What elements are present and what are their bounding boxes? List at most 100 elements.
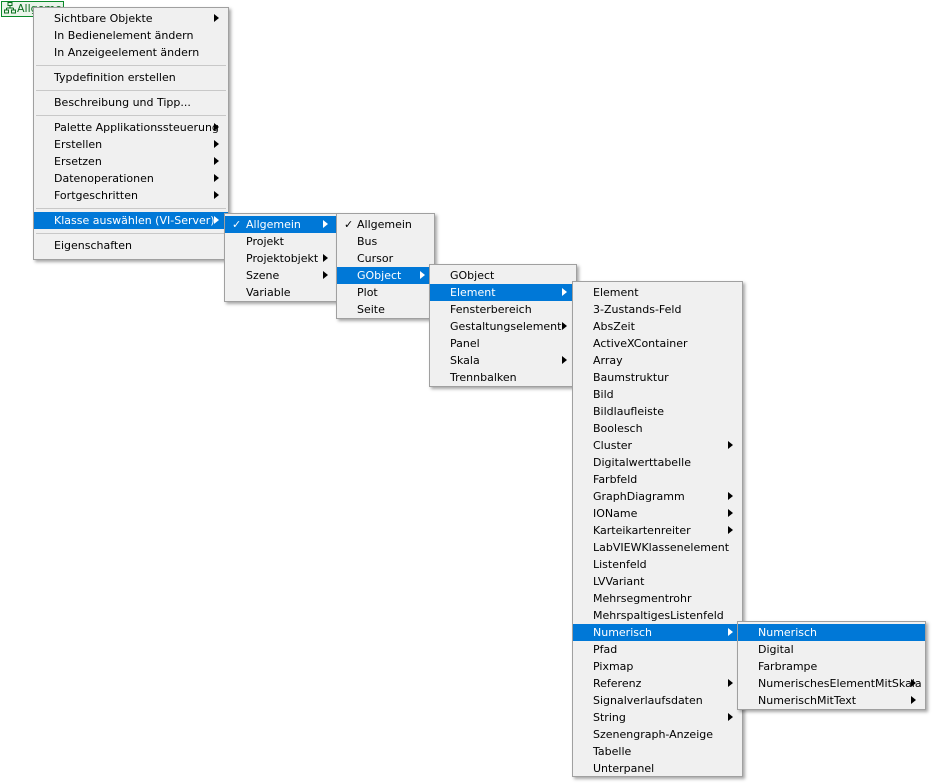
menu-item-bus[interactable]: Bus (337, 233, 434, 250)
menu-item-ioname[interactable]: IOName (573, 505, 742, 522)
submenu-arrow-icon (323, 271, 328, 279)
menu-item-numerischeselementmitskala[interactable]: NumerischesElementMitSkala (738, 675, 925, 692)
menu-item-trennbalken[interactable]: Trennbalken (430, 369, 576, 386)
menu-item-element[interactable]: Element (430, 284, 576, 301)
menu-item-digital[interactable]: Digital (738, 641, 925, 658)
menu-item-tabelle[interactable]: Tabelle (573, 743, 742, 760)
menu-item-label: Cluster (593, 439, 633, 452)
menu-item-palette-applikationssteuerung[interactable]: Palette Applikationssteuerung (34, 119, 228, 136)
menu-item-gobject[interactable]: GObject (337, 267, 434, 284)
menu-item-variable[interactable]: Variable (225, 284, 337, 301)
menu-item-labviewklassenelement[interactable]: LabVIEWKlassenelement (573, 539, 742, 556)
menu-item-label: Seite (357, 303, 385, 316)
menu-item-allgemein[interactable]: ✓Allgemein (337, 216, 434, 233)
menu-item-gobject[interactable]: GObject (430, 267, 576, 284)
checkmark-icon: ✓ (232, 218, 242, 231)
menu-item-erstellen[interactable]: Erstellen (34, 136, 228, 153)
menu-item-klasse-auswaehlen-vi-server[interactable]: Klasse auswählen (VI-Server) (34, 212, 228, 229)
menu-item-eigenschaften[interactable]: Eigenschaften (34, 237, 228, 254)
menu-item-mehrsegmentrohr[interactable]: Mehrsegmentrohr (573, 590, 742, 607)
menu-item-graphdiagramm[interactable]: GraphDiagramm (573, 488, 742, 505)
menu-item-label: NumerischMitText (758, 694, 857, 707)
menu-item-element[interactable]: Element (573, 284, 742, 301)
menu-item-referenz[interactable]: Referenz (573, 675, 742, 692)
menu-item-pfad[interactable]: Pfad (573, 641, 742, 658)
menu-item-label: Allgemein (246, 218, 301, 231)
submenu-arrow-icon (214, 216, 219, 224)
menu-item-szenengraph-anzeige[interactable]: Szenengraph-Anzeige (573, 726, 742, 743)
menu-item-string[interactable]: String (573, 709, 742, 726)
menu-item-numerischmittext[interactable]: NumerischMitText (738, 692, 925, 709)
menu-item-label: Szene (246, 269, 280, 282)
menu-item-farbfeld[interactable]: Farbfeld (573, 471, 742, 488)
submenu-arrow-icon (214, 191, 219, 199)
menu-item-datenoperationen[interactable]: Datenoperationen (34, 170, 228, 187)
menu-item-label: Pixmap (593, 660, 634, 673)
menu-item-label: LabVIEWKlassenelement (593, 541, 730, 554)
submenu-arrow-icon (323, 254, 328, 262)
menu-item-label: Digital (758, 643, 794, 656)
menu-item-fensterbereich[interactable]: Fensterbereich (430, 301, 576, 318)
menu-item-label: Signalverlaufsdaten (593, 694, 703, 707)
menu-item-numerisch[interactable]: Numerisch (573, 624, 742, 641)
menu-item-plot[interactable]: Plot (337, 284, 434, 301)
menu-item-abszeit[interactable]: AbsZeit (573, 318, 742, 335)
menu-item-signalverlaufsdaten[interactable]: Signalverlaufsdaten (573, 692, 742, 709)
menu-item-cursor[interactable]: Cursor (337, 250, 434, 267)
menu-item-lvvariant[interactable]: LVVariant (573, 573, 742, 590)
menu-item-seite[interactable]: Seite (337, 301, 434, 318)
menu-item-cluster[interactable]: Cluster (573, 437, 742, 454)
menu-item-gestaltungselement[interactable]: Gestaltungselement (430, 318, 576, 335)
menu-item-fortgeschritten[interactable]: Fortgeschritten (34, 187, 228, 204)
menu-item-label: Cursor (357, 252, 394, 265)
menu-item-unterpanel[interactable]: Unterpanel (573, 760, 742, 777)
submenu-arrow-icon (562, 322, 567, 330)
menu-separator (36, 90, 226, 91)
menu-item-numerisch[interactable]: Numerisch (738, 624, 925, 641)
checkmark-icon: ✓ (344, 218, 354, 231)
menu-item-in-anzeigeelement-aendern[interactable]: In Anzeigeelement ändern (34, 44, 228, 61)
menu-item-farbrampe[interactable]: Farbrampe (738, 658, 925, 675)
menu-item-3-zustands-feld[interactable]: 3-Zustands-Feld (573, 301, 742, 318)
submenu-arrow-icon (214, 174, 219, 182)
submenu-arrow-icon (562, 288, 567, 296)
menu-separator (36, 208, 226, 209)
menu-item-projekt[interactable]: Projekt (225, 233, 337, 250)
menu-item-karteikartenreiter[interactable]: Karteikartenreiter (573, 522, 742, 539)
menu-item-listenfeld[interactable]: Listenfeld (573, 556, 742, 573)
menu-item-label: String (593, 711, 626, 724)
submenu-arrow-icon (728, 441, 733, 449)
menu-item-label: Sichtbare Objekte (54, 12, 153, 25)
submenu-arrow-icon (214, 14, 219, 22)
menu-item-boolesch[interactable]: Boolesch (573, 420, 742, 437)
menu-item-typdefinition-erstellen[interactable]: Typdefinition erstellen (34, 69, 228, 86)
menu-item-allgemein[interactable]: ✓ Allgemein (225, 216, 337, 233)
menu-item-projektobjekt[interactable]: Projektobjekt (225, 250, 337, 267)
menu-item-label: Baumstruktur (593, 371, 669, 384)
menu-item-bild[interactable]: Bild (573, 386, 742, 403)
menu-item-label: Element (593, 286, 639, 299)
submenu-arrow-icon (911, 679, 916, 687)
menu-item-ersetzen[interactable]: Ersetzen (34, 153, 228, 170)
menu-item-label: Skala (450, 354, 480, 367)
menu-item-szene[interactable]: Szene (225, 267, 337, 284)
menu-item-baumstruktur[interactable]: Baumstruktur (573, 369, 742, 386)
menu-item-pixmap[interactable]: Pixmap (573, 658, 742, 675)
submenu-arrow-icon (323, 220, 328, 228)
menu-item-beschreibung-und-tipp[interactable]: Beschreibung und Tipp... (34, 94, 228, 111)
menu-item-sichtbare-objekte[interactable]: Sichtbare Objekte (34, 10, 228, 27)
menu-item-label: Beschreibung und Tipp... (54, 96, 191, 109)
menu-item-label: Unterpanel (593, 762, 655, 775)
menu-item-label: GObject (357, 269, 402, 282)
menu-item-panel[interactable]: Panel (430, 335, 576, 352)
menu-item-activexcontainer[interactable]: ActiveXContainer (573, 335, 742, 352)
menu-item-in-bedienelement-aendern[interactable]: In Bedienelement ändern (34, 27, 228, 44)
menu-item-label: NumerischesElementMitSkala (758, 677, 922, 690)
menu-item-skala[interactable]: Skala (430, 352, 576, 369)
menu-item-digitalwerttabelle[interactable]: Digitalwerttabelle (573, 454, 742, 471)
menu-item-array[interactable]: Array (573, 352, 742, 369)
menu-item-mehrspaltigeslistenfeld[interactable]: MehrspaltigesListenfeld (573, 607, 742, 624)
menu-item-bildlaufleiste[interactable]: Bildlaufleiste (573, 403, 742, 420)
